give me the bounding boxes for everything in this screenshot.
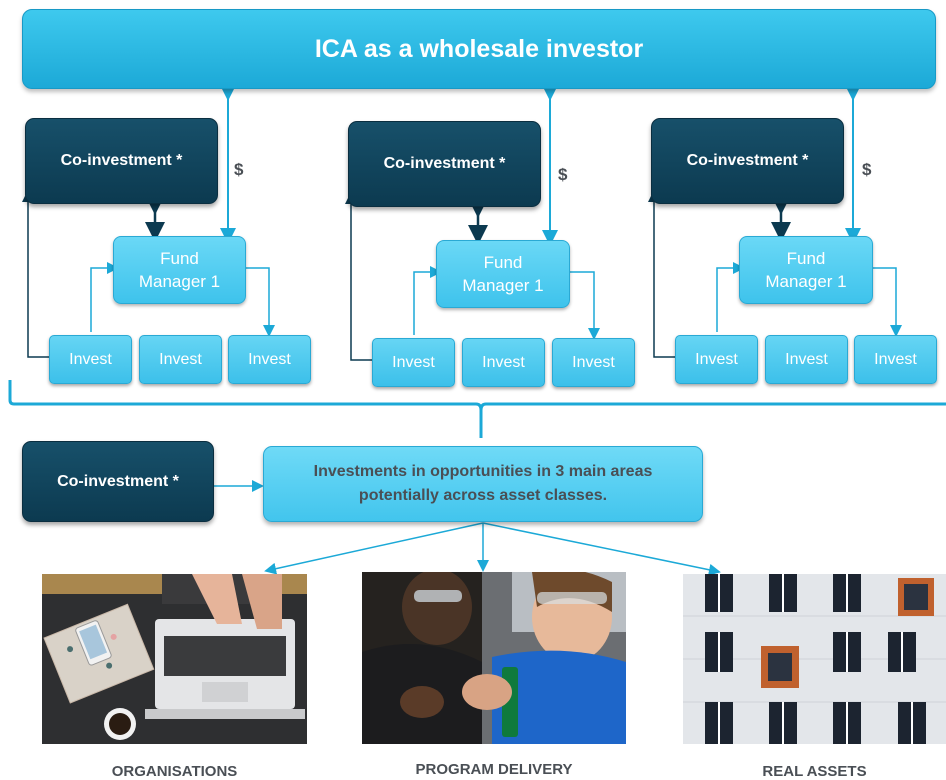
invest-label: Invest: [69, 350, 112, 368]
invest-label: Invest: [785, 350, 828, 368]
invest-box: Invest: [139, 335, 222, 384]
invest-to-coinvest-line-3: [648, 190, 675, 358]
invest-label: Invest: [392, 353, 435, 371]
fund-to-invest-line-2: [570, 271, 600, 340]
invest-to-coinvest-line-2: [345, 192, 372, 361]
coinvestment-label: Co-investment *: [57, 472, 179, 490]
coinvestment-box-3: Co-investment *: [651, 118, 844, 204]
real-assets-photo: [683, 574, 946, 744]
program-delivery-photo: [362, 572, 626, 744]
program-delivery-caption: PROGRAM DELIVERY: [415, 761, 573, 778]
dollar-label-3: $: [862, 160, 872, 179]
coinvestment-box-2: Co-investment *: [348, 121, 541, 207]
to-organisations-line: [264, 522, 484, 575]
to-real-assets-line: [482, 522, 721, 576]
fund-to-invest-line-3: [873, 267, 902, 337]
dollar-label-2: $: [558, 165, 568, 184]
banner-title: ICA as a wholesale investor: [314, 34, 644, 63]
coinvestment-label: Co-investment *: [383, 155, 506, 172]
coinvestment-label: Co-investment *: [686, 152, 809, 169]
invest-label: Invest: [248, 350, 291, 368]
invest-to-fund-line-2: [413, 266, 442, 335]
dollar-label-1: $: [234, 160, 244, 179]
invest-box: Invest: [765, 335, 848, 384]
invest-to-fund-line-1: [90, 262, 119, 332]
fund-to-invest-line-1: [246, 267, 275, 337]
organisations-photo: [42, 574, 307, 744]
grouping-brace: [8, 380, 946, 438]
coinvestment-box-1: Co-investment *: [25, 118, 218, 204]
invest-label: Invest: [159, 350, 202, 368]
fund-manager-box-2: Fund Manager 1: [436, 240, 570, 308]
invest-label: Invest: [482, 353, 525, 371]
investment-areas-box: Investments in opportunities in 3 main a…: [263, 446, 703, 522]
invest-box: Invest: [228, 335, 311, 384]
real-assets-caption: REAL ASSETS: [762, 763, 867, 780]
investment-areas-label: Investments in opportunities in 3 main a…: [313, 463, 653, 504]
fund-manager-box-1: Fund Manager 1: [113, 236, 246, 304]
invest-label: Invest: [695, 350, 738, 368]
organisations-caption: ORGANISATIONS: [111, 763, 238, 780]
building-facade-image: [683, 574, 946, 744]
invest-box: Invest: [372, 338, 455, 387]
coinvestment-box-lower: Co-investment *: [22, 441, 214, 522]
fund-manager-box-3: Fund Manager 1: [739, 236, 873, 304]
laptop-desk-image: [42, 574, 307, 744]
people-working-image: [362, 572, 626, 744]
fund-manager-label: Fund Manager 1: [138, 249, 221, 291]
fund-manager-label: Fund Manager 1: [765, 249, 847, 291]
invest-box: Invest: [675, 335, 758, 384]
invest-box: Invest: [552, 338, 635, 387]
fund-manager-label: Fund Manager 1: [462, 253, 544, 295]
invest-label: Invest: [874, 350, 917, 368]
invest-label: Invest: [572, 353, 615, 371]
coinvestment-label: Co-investment *: [60, 152, 183, 169]
invest-to-coinvest-line-1: [22, 190, 49, 358]
invest-box: Invest: [49, 335, 132, 384]
invest-box: Invest: [462, 338, 545, 387]
invest-box: Invest: [854, 335, 937, 384]
invest-to-fund-line-3: [716, 262, 745, 332]
wholesale-investor-banner: ICA as a wholesale investor: [22, 9, 936, 89]
